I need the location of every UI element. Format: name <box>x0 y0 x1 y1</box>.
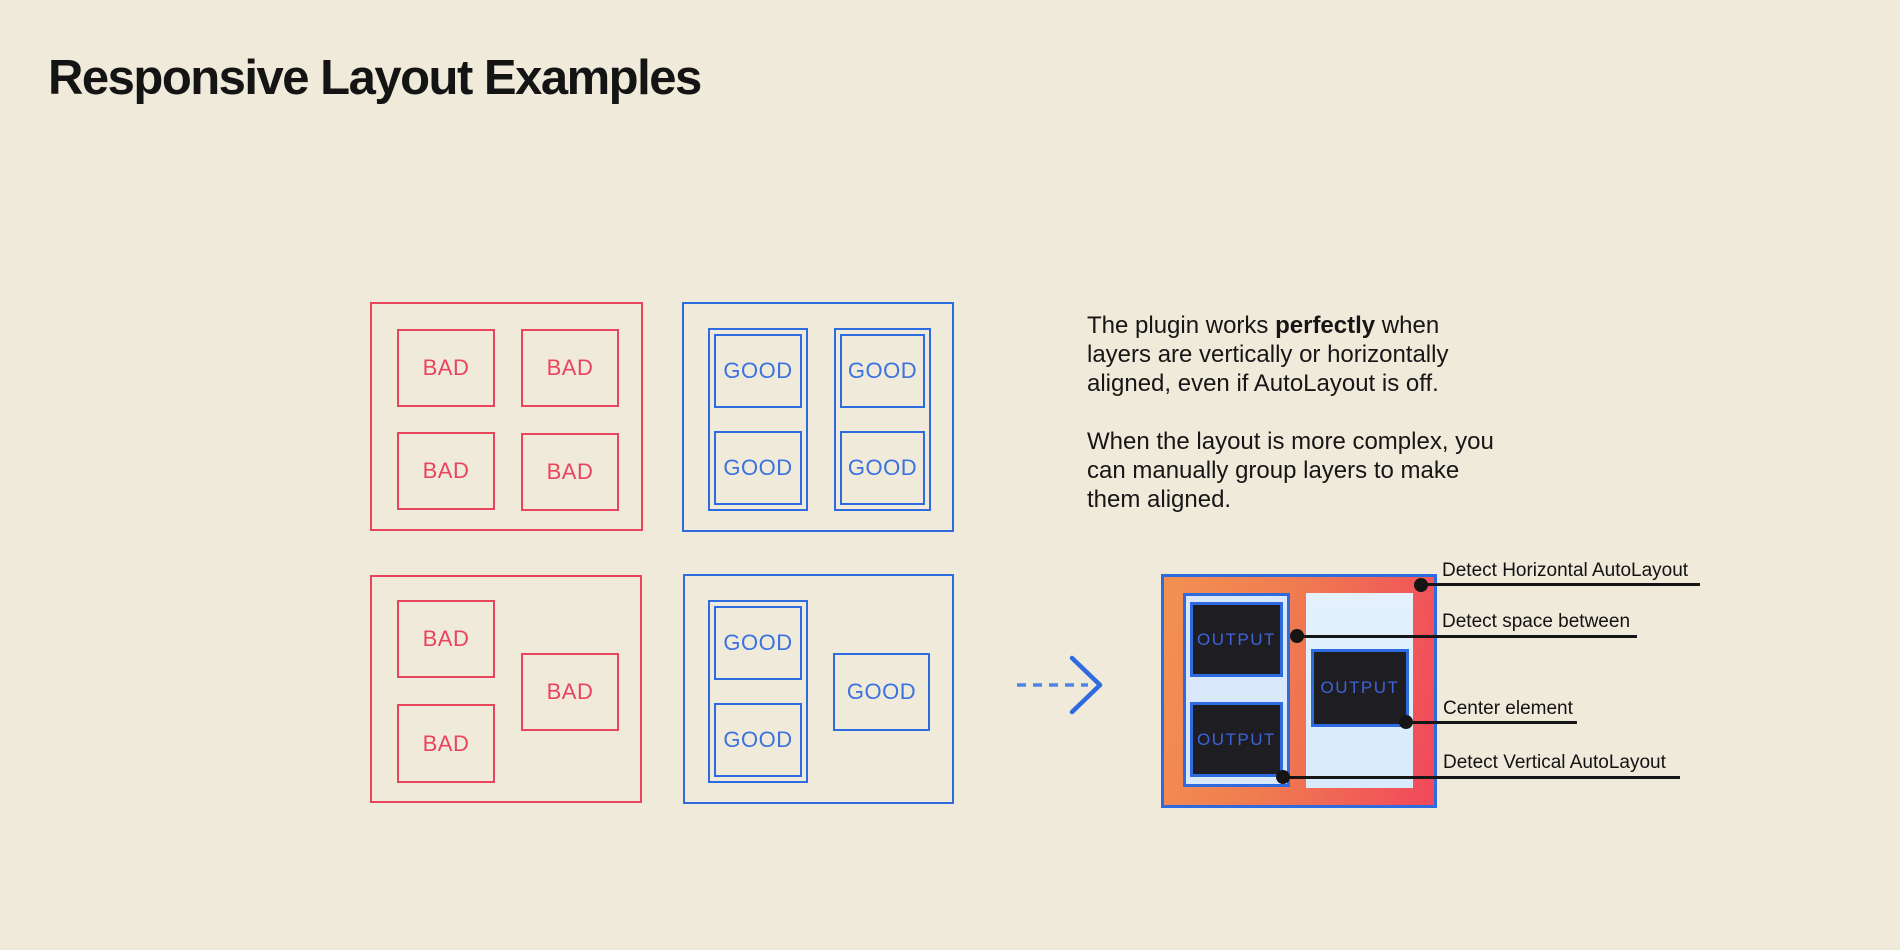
output-box: OUTPUT <box>1190 702 1283 777</box>
annotation-label-space-between: Detect space between <box>1442 611 1631 632</box>
bad-box: BAD <box>397 329 495 407</box>
text-line: can manually group layers to make <box>1087 457 1460 484</box>
bad-box: BAD <box>521 329 619 407</box>
annotation-label-center-element: Center element <box>1443 698 1573 719</box>
annotation-line-center-element <box>1406 721 1577 724</box>
bad-complex-container: BAD BAD BAD <box>370 575 642 803</box>
good-column-group: GOOD GOOD <box>708 328 808 511</box>
annotation-dot <box>1399 715 1413 729</box>
bad-box: BAD <box>397 600 495 678</box>
annotation-label-horizontal-autolayout: Detect Horizontal AutoLayout <box>1442 560 1689 581</box>
good-column-group: GOOD GOOD <box>834 328 931 511</box>
good-box: GOOD <box>840 431 925 505</box>
description-paragraph-1: The plugin works perfectly when layers a… <box>1087 311 1567 398</box>
page-title: Responsive Layout Examples <box>48 51 702 105</box>
annotation-line-space-between <box>1297 635 1637 638</box>
annotation-dot <box>1414 578 1428 592</box>
good-grid-aligned-container: GOOD GOOD GOOD GOOD <box>682 302 954 532</box>
output-box-center: OUTPUT <box>1311 649 1409 727</box>
text-line: them aligned. <box>1087 486 1232 513</box>
vertical-autolayout-group-panel: OUTPUT OUTPUT <box>1183 593 1290 787</box>
text-line: When the layout is more complex, you <box>1087 428 1494 455</box>
good-box: GOOD <box>714 334 802 408</box>
description-text: The plugin works perfectly when layers a… <box>1087 311 1567 514</box>
text-line: layers are vertically or horizontally <box>1087 341 1449 368</box>
annotation-line-horizontal-autolayout <box>1421 583 1700 586</box>
annotation-dot <box>1290 629 1304 643</box>
bad-box: BAD <box>521 653 619 731</box>
text-line: The plugin works perfectly when <box>1087 312 1440 339</box>
bad-grid-aligned-container: BAD BAD BAD BAD <box>370 302 643 531</box>
good-box: GOOD <box>714 606 802 680</box>
good-box: GOOD <box>833 653 930 731</box>
arrow-right-icon <box>1017 655 1103 715</box>
bad-box: BAD <box>397 704 495 783</box>
good-box: GOOD <box>840 334 925 408</box>
good-column-group: GOOD GOOD <box>708 600 808 783</box>
description-paragraph-2: When the layout is more complex, you can… <box>1087 427 1567 514</box>
bad-box: BAD <box>521 433 619 511</box>
good-box: GOOD <box>714 703 802 777</box>
annotation-line-vertical-autolayout <box>1283 776 1680 779</box>
text-line: aligned, even if AutoLayout is off. <box>1087 370 1439 397</box>
good-box: GOOD <box>714 431 802 505</box>
good-complex-container: GOOD GOOD GOOD <box>683 574 954 804</box>
output-diagram-frame: OUTPUT OUTPUT OUTPUT <box>1161 574 1437 808</box>
annotation-dot <box>1276 770 1290 784</box>
output-box: OUTPUT <box>1190 602 1283 677</box>
bad-box: BAD <box>397 432 495 510</box>
annotation-label-vertical-autolayout: Detect Vertical AutoLayout <box>1443 752 1666 773</box>
